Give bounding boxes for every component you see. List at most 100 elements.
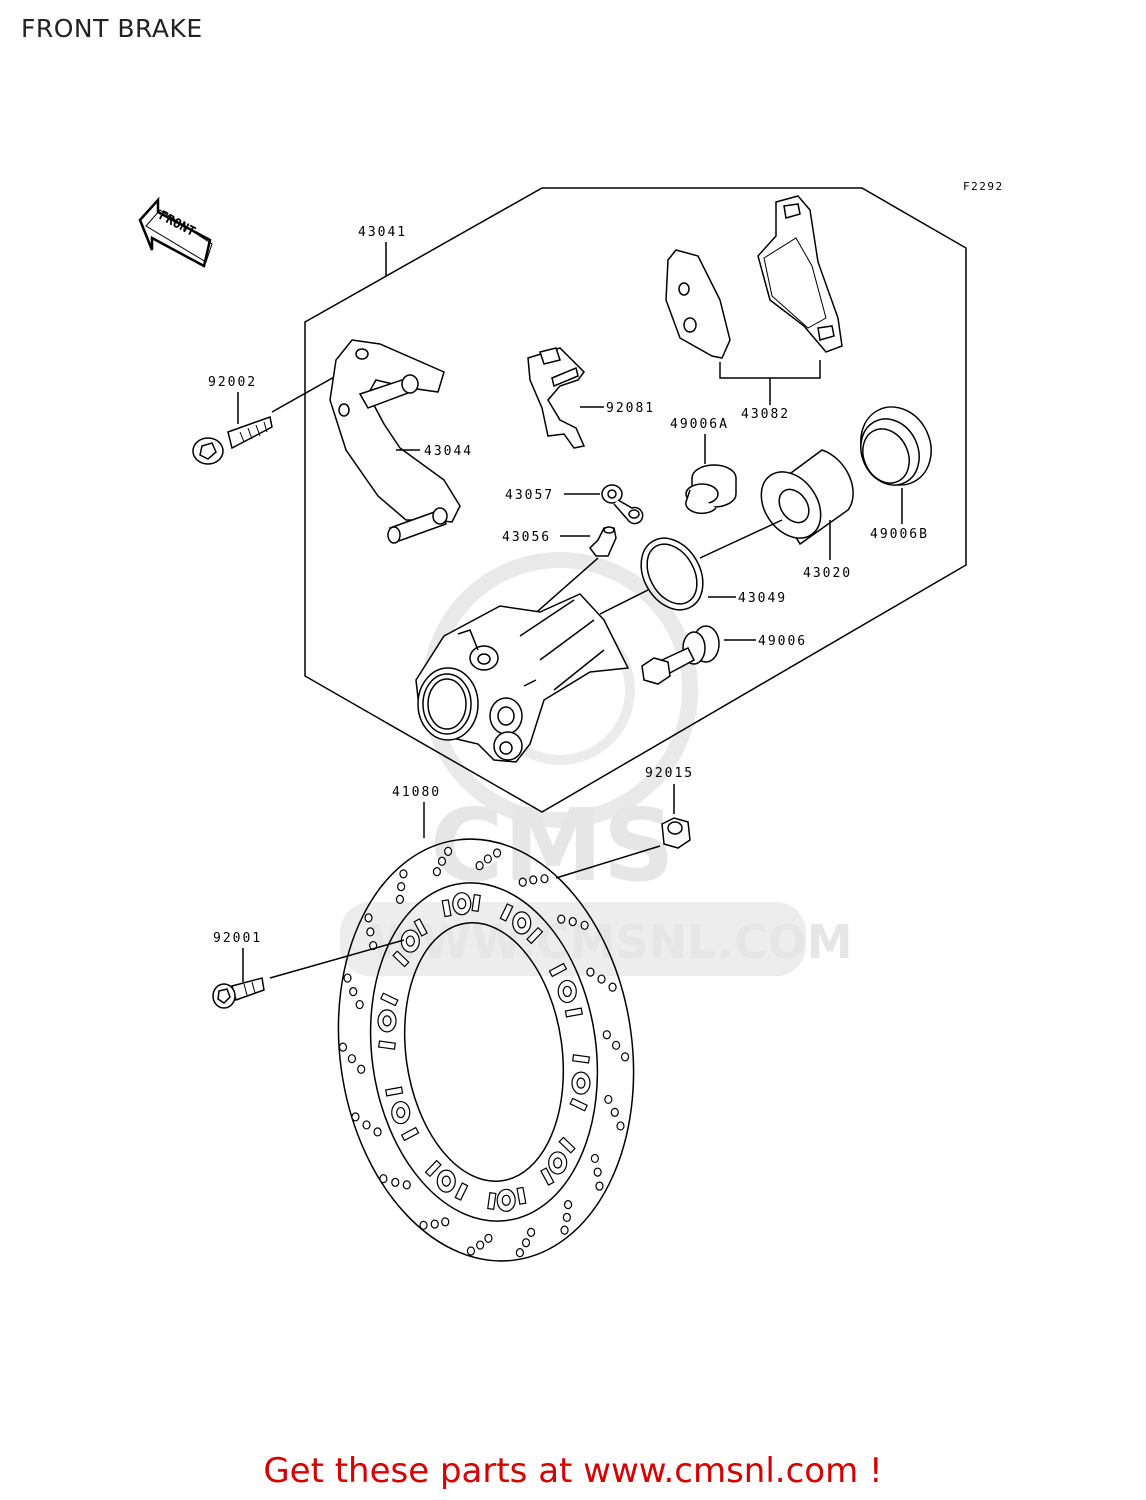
disc-drill-hole bbox=[432, 867, 442, 877]
disc-drill-hole bbox=[366, 927, 375, 937]
part-label-43082: 43082 bbox=[741, 407, 790, 422]
seal-ring-49006b-icon bbox=[860, 406, 932, 486]
disc-drill-hole bbox=[397, 882, 406, 892]
disc-slot bbox=[564, 1007, 583, 1018]
disc-drill-hole bbox=[476, 1240, 485, 1250]
disc-drill-hole bbox=[597, 974, 606, 984]
disc-drill-hole bbox=[595, 1181, 604, 1191]
footer-promo-link[interactable]: Get these parts at www.cmsnl.com ! bbox=[263, 1451, 883, 1491]
disc-rivet-center bbox=[501, 1194, 511, 1206]
disc-slot bbox=[377, 1040, 396, 1050]
disc-drill-hole bbox=[355, 999, 364, 1010]
bracket-43044-icon bbox=[329, 339, 461, 544]
part-label-92002: 92002 bbox=[208, 375, 257, 390]
disc-slot bbox=[392, 950, 410, 968]
part-label-43049: 43049 bbox=[738, 591, 787, 606]
disc-drill-hole bbox=[610, 1107, 619, 1117]
disc-drill-hole bbox=[557, 914, 566, 924]
disc-rivet-center bbox=[405, 935, 415, 947]
o-ring-43049-icon bbox=[640, 537, 704, 611]
disc-drill-hole bbox=[586, 967, 595, 977]
disc-drill-hole bbox=[483, 854, 492, 864]
disc-slot bbox=[454, 1182, 469, 1201]
diagram-code: F2292 bbox=[963, 180, 1004, 193]
disc-drill-hole bbox=[515, 1248, 525, 1258]
part-label-43044: 43044 bbox=[424, 444, 473, 459]
part-label-41080: 41080 bbox=[392, 785, 441, 800]
disc-drill-hole bbox=[399, 869, 408, 879]
disc-drill-hole bbox=[437, 856, 447, 866]
disc-drill-hole bbox=[441, 1217, 450, 1227]
disc-drill-hole bbox=[338, 1042, 348, 1052]
disc-drill-hole bbox=[466, 1246, 476, 1256]
nut-92015-icon bbox=[661, 817, 691, 849]
disc-rivet-center bbox=[517, 917, 527, 929]
disc-drill-hole bbox=[593, 1167, 602, 1177]
disc-drill-hole bbox=[529, 875, 538, 885]
part-label-92015: 92015 bbox=[645, 766, 694, 781]
disc-slot bbox=[424, 1159, 442, 1178]
svg-text:CMS: CMS bbox=[430, 787, 675, 904]
disc-drill-hole bbox=[475, 861, 484, 871]
disc-slot bbox=[380, 992, 399, 1007]
disc-drill-hole bbox=[347, 1054, 356, 1064]
disc-drill-hole bbox=[351, 1112, 360, 1122]
caliper-body-icon bbox=[415, 593, 630, 763]
disc-slot bbox=[471, 894, 481, 913]
disc-slot bbox=[487, 1191, 497, 1210]
bolt-92001-icon bbox=[212, 977, 265, 1009]
disc-rivet-center bbox=[562, 985, 572, 998]
bleeder-cap-43057-icon bbox=[601, 484, 644, 525]
disc-drill-hole bbox=[608, 982, 617, 992]
disc-drill-hole bbox=[364, 913, 373, 923]
disc-rivet-center bbox=[576, 1077, 586, 1089]
disc-drill-hole bbox=[492, 848, 502, 858]
disc-slot bbox=[413, 918, 428, 937]
part-label-49006A: 49006A bbox=[670, 417, 729, 432]
disc-slot bbox=[516, 1186, 527, 1205]
disc-slot bbox=[385, 1086, 404, 1097]
disc-drill-hole bbox=[391, 1177, 400, 1187]
disc-slot bbox=[540, 1167, 555, 1186]
disc-slot bbox=[548, 962, 568, 978]
disc-drill-hole bbox=[526, 1227, 536, 1237]
part-label-49006B: 49006B bbox=[870, 527, 929, 542]
brake-pad-right-icon bbox=[757, 195, 843, 353]
disc-drill-hole bbox=[568, 917, 577, 927]
disc-rivet-center bbox=[382, 1015, 392, 1027]
part-label-43057: 43057 bbox=[505, 488, 554, 503]
disc-drill-hole bbox=[521, 1238, 531, 1248]
disc-drill-hole bbox=[357, 1064, 366, 1074]
part-label-92081: 92081 bbox=[606, 401, 655, 416]
disc-drill-hole bbox=[540, 874, 549, 884]
brake-pad-left-icon bbox=[665, 249, 731, 359]
disc-drill-hole bbox=[604, 1094, 613, 1105]
disc-slot bbox=[572, 1054, 591, 1064]
part-label-92001: 92001 bbox=[213, 931, 262, 946]
front-arrow-icon: FRONT bbox=[138, 196, 213, 268]
disc-drill-hole bbox=[518, 877, 527, 887]
disc-rivet-center bbox=[553, 1157, 563, 1169]
disc-slot bbox=[499, 903, 514, 922]
disc-slot bbox=[441, 899, 452, 918]
disc-drill-hole bbox=[343, 973, 352, 983]
disc-drill-hole bbox=[484, 1233, 493, 1243]
disc-drill-hole bbox=[395, 894, 405, 905]
part-label-43056: 43056 bbox=[502, 530, 551, 545]
disc-drill-hole bbox=[563, 1199, 573, 1210]
disc-drill-hole bbox=[612, 1040, 621, 1050]
disc-drill-hole bbox=[362, 1120, 371, 1130]
disc-drill-hole bbox=[620, 1052, 630, 1062]
disc-drill-hole bbox=[349, 987, 358, 997]
spring-clip-92081-icon bbox=[527, 347, 586, 449]
disc-drill-hole bbox=[562, 1212, 571, 1222]
disc-drill-hole bbox=[430, 1219, 439, 1229]
disc-drill-hole bbox=[580, 920, 589, 930]
disc-drill-hole bbox=[419, 1220, 428, 1230]
part-label-49006: 49006 bbox=[758, 634, 807, 649]
svg-text:WWW.CMSNL.COM: WWW.CMSNL.COM bbox=[370, 915, 853, 969]
disc-holes bbox=[338, 846, 630, 1258]
disc-drill-hole bbox=[402, 1180, 411, 1190]
disc-rivet-center bbox=[441, 1175, 451, 1187]
